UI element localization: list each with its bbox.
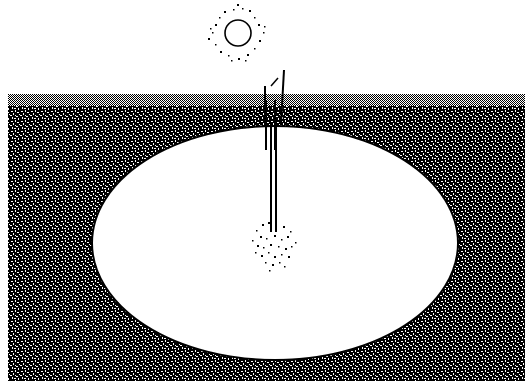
- sun-icon: [208, 4, 266, 62]
